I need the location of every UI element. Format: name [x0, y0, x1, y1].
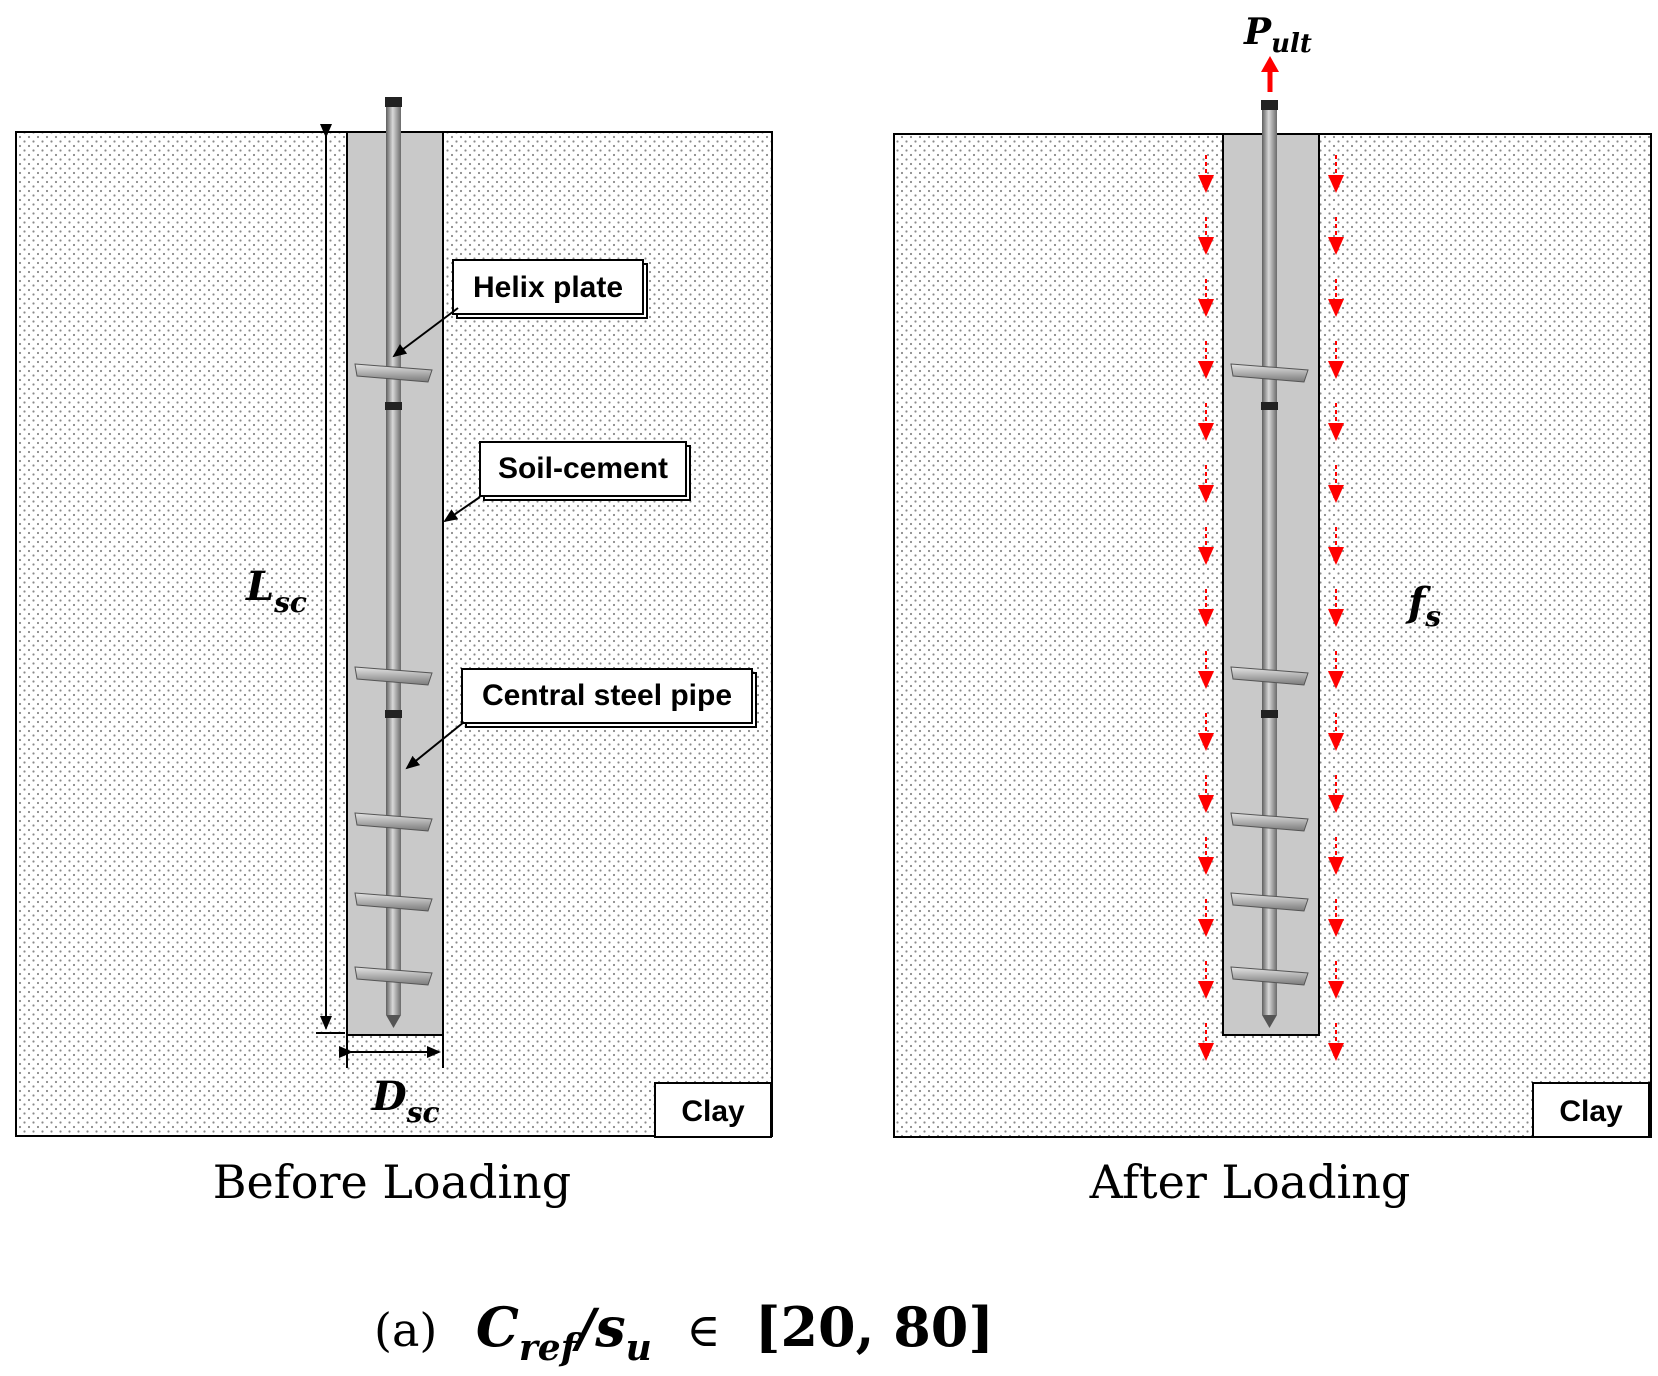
friction-arrow-head [1198, 795, 1214, 813]
callout-central-steel-pipe: Central steel pipe [405, 668, 757, 770]
friction-arrow-head [1198, 609, 1214, 627]
ratio-numerator-sub: ref [519, 1327, 582, 1369]
friction-arrow-head [1198, 733, 1214, 751]
uplift-load-arrow [1261, 56, 1279, 92]
range-value: [20, 80] [755, 1295, 994, 1359]
length-symbol: Lsc [245, 563, 307, 619]
friction-arrow-head [1328, 361, 1344, 379]
ratio-numerator-base: C [476, 1295, 519, 1359]
panel-after-loading: Pult fs Clay After Loading [893, 11, 1652, 1209]
friction-arrow-head [1328, 299, 1344, 317]
friction-arrow-head [1198, 175, 1214, 193]
central-steel-pipe [385, 97, 402, 1028]
ratio-denominator-sub: u [626, 1327, 652, 1369]
friction-arrow-head [1328, 485, 1344, 503]
friction-arrow-head [1328, 609, 1344, 627]
load-symbol: Pult [1243, 11, 1312, 59]
friction-arrow-head [1328, 423, 1344, 441]
subfigure-label: (a) [374, 1303, 437, 1357]
load-symbol-base: P [1243, 11, 1272, 53]
callout-soil-cement-label: Soil-cement [498, 452, 668, 485]
friction-arrow-head [1328, 547, 1344, 565]
helix-plates-after [1230, 363, 1309, 986]
friction-arrow-head [1328, 733, 1344, 751]
panel-before-loading: Lsc Dsc Helix plate Soil-cement Centr [15, 97, 773, 1209]
friction-arrow-head [1328, 857, 1344, 875]
clay-label-box-after: Clay [1532, 1082, 1650, 1138]
friction-arrow-head [1198, 361, 1214, 379]
length-symbol-sub: sc [273, 586, 307, 619]
friction-arrow-head [1328, 1043, 1344, 1061]
clay-label-after: Clay [1559, 1095, 1623, 1128]
callout-soil-cement: Soil-cement [443, 441, 691, 523]
friction-arrow-head [1198, 857, 1214, 875]
friction-arrow-head [1198, 919, 1214, 937]
relation-symbol: ∈ [686, 1303, 720, 1357]
friction-arrow-head [1328, 795, 1344, 813]
friction-arrow-head [1198, 981, 1214, 999]
load-symbol-sub: ult [1271, 29, 1312, 59]
friction-arrow-head [1198, 1043, 1214, 1061]
friction-symbol-sub: s [1424, 600, 1441, 633]
subfigure-caption: (a) Cref/su ∈ [20, 80] [374, 1295, 994, 1373]
friction-arrow-head [1328, 671, 1344, 689]
friction-arrow-head [1328, 919, 1344, 937]
clay-label-box-before: Clay [654, 1082, 772, 1138]
friction-arrow-head [1198, 485, 1214, 503]
skin-friction-arrows [1198, 155, 1344, 1061]
central-steel-pipe-after [1261, 100, 1278, 1028]
friction-arrow-head [1198, 547, 1214, 565]
callout-helix-label: Helix plate [473, 271, 623, 304]
callout-pipe-label: Central steel pipe [482, 679, 732, 712]
ratio-denominator-base: s [594, 1295, 625, 1359]
friction-arrow-head [1198, 237, 1214, 255]
length-dimension [316, 124, 345, 1034]
clay-label-before: Clay [681, 1095, 745, 1128]
friction-arrow-head [1328, 237, 1344, 255]
length-symbol-base: L [245, 563, 274, 610]
friction-arrow-head [1198, 671, 1214, 689]
diameter-symbol: Dsc [371, 1073, 440, 1129]
caption-after-loading: After Loading [1089, 1155, 1411, 1209]
helix-plates [354, 363, 433, 986]
diameter-symbol-base: D [371, 1073, 407, 1120]
diameter-symbol-sub: sc [406, 1096, 440, 1129]
friction-symbol: fs [1405, 579, 1441, 633]
diameter-dimension [339, 1035, 444, 1068]
callout-helix-plate: Helix plate [392, 259, 648, 358]
friction-arrow-head [1198, 423, 1214, 441]
caption-before-loading: Before Loading [213, 1155, 571, 1209]
friction-arrow-head [1328, 981, 1344, 999]
friction-arrow-head [1198, 299, 1214, 317]
friction-arrow-head [1328, 175, 1344, 193]
